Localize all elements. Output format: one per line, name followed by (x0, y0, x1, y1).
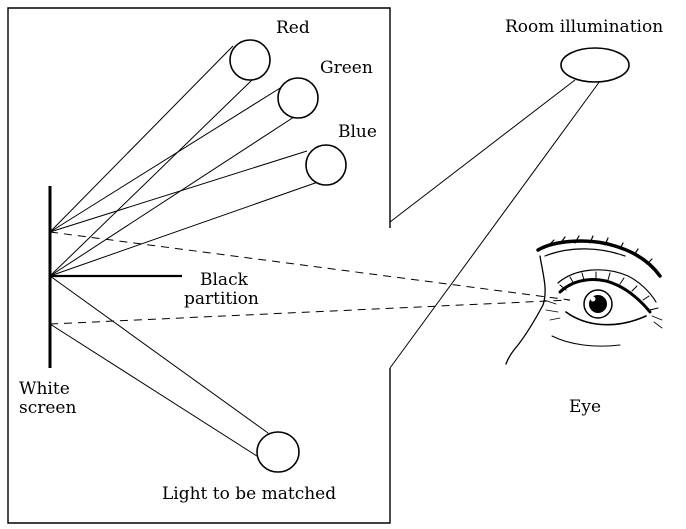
label-light-to-be-matched: Light to be matched (162, 484, 336, 504)
cheek-contour (551, 335, 621, 347)
eyelashes (559, 271, 659, 311)
label-red: Red (276, 18, 310, 38)
eye-corner-lines (543, 299, 663, 329)
green-beam-lower (49, 114, 298, 277)
light-sources (229, 39, 630, 473)
test-beam-upper (49, 275, 269, 434)
blue-beam-upper (49, 150, 308, 233)
iris (583, 289, 613, 319)
room-illumination-source (560, 47, 630, 83)
upper-eyelid (558, 278, 652, 314)
test-beam-lower (49, 323, 261, 459)
test-light-beams (49, 275, 269, 459)
face-contour (505, 255, 546, 365)
test-light-source (256, 431, 300, 473)
eye-illustration (505, 235, 663, 365)
red-source (229, 39, 271, 81)
green-beam-upper (49, 84, 286, 233)
red-beam-lower (49, 79, 253, 277)
eyebrow (536, 239, 662, 278)
blue-beam-lower (49, 181, 319, 277)
sight-line-lower (49, 299, 571, 325)
eye-highlight (590, 296, 596, 302)
room-illumination-beams (389, 79, 601, 369)
label-white-screen-2: screen (19, 398, 76, 418)
label-white-screen-1: White (19, 379, 70, 399)
sight-line-upper (49, 231, 571, 301)
eyebrow-hatching (544, 235, 653, 265)
label-eye: Eye (569, 397, 601, 417)
label-room-illumination: Room illumination (505, 17, 663, 37)
lower-eyelid (565, 311, 647, 326)
label-black-partition-1: Black (200, 270, 249, 290)
label-black-partition-2: partition (184, 289, 259, 309)
green-source (277, 77, 319, 119)
labels: Red Green Blue Black partition White scr… (19, 17, 663, 504)
label-green: Green (320, 58, 373, 78)
blue-source (305, 144, 347, 186)
primary-beams (49, 45, 319, 277)
sight-lines (49, 231, 571, 325)
upper-eyelid-crease (557, 269, 657, 303)
booth-enclosure (7, 7, 391, 524)
room-beam-lower (389, 80, 601, 369)
label-blue: Blue (338, 122, 377, 142)
red-beam-upper (49, 45, 234, 233)
room-beam-upper (389, 79, 576, 223)
